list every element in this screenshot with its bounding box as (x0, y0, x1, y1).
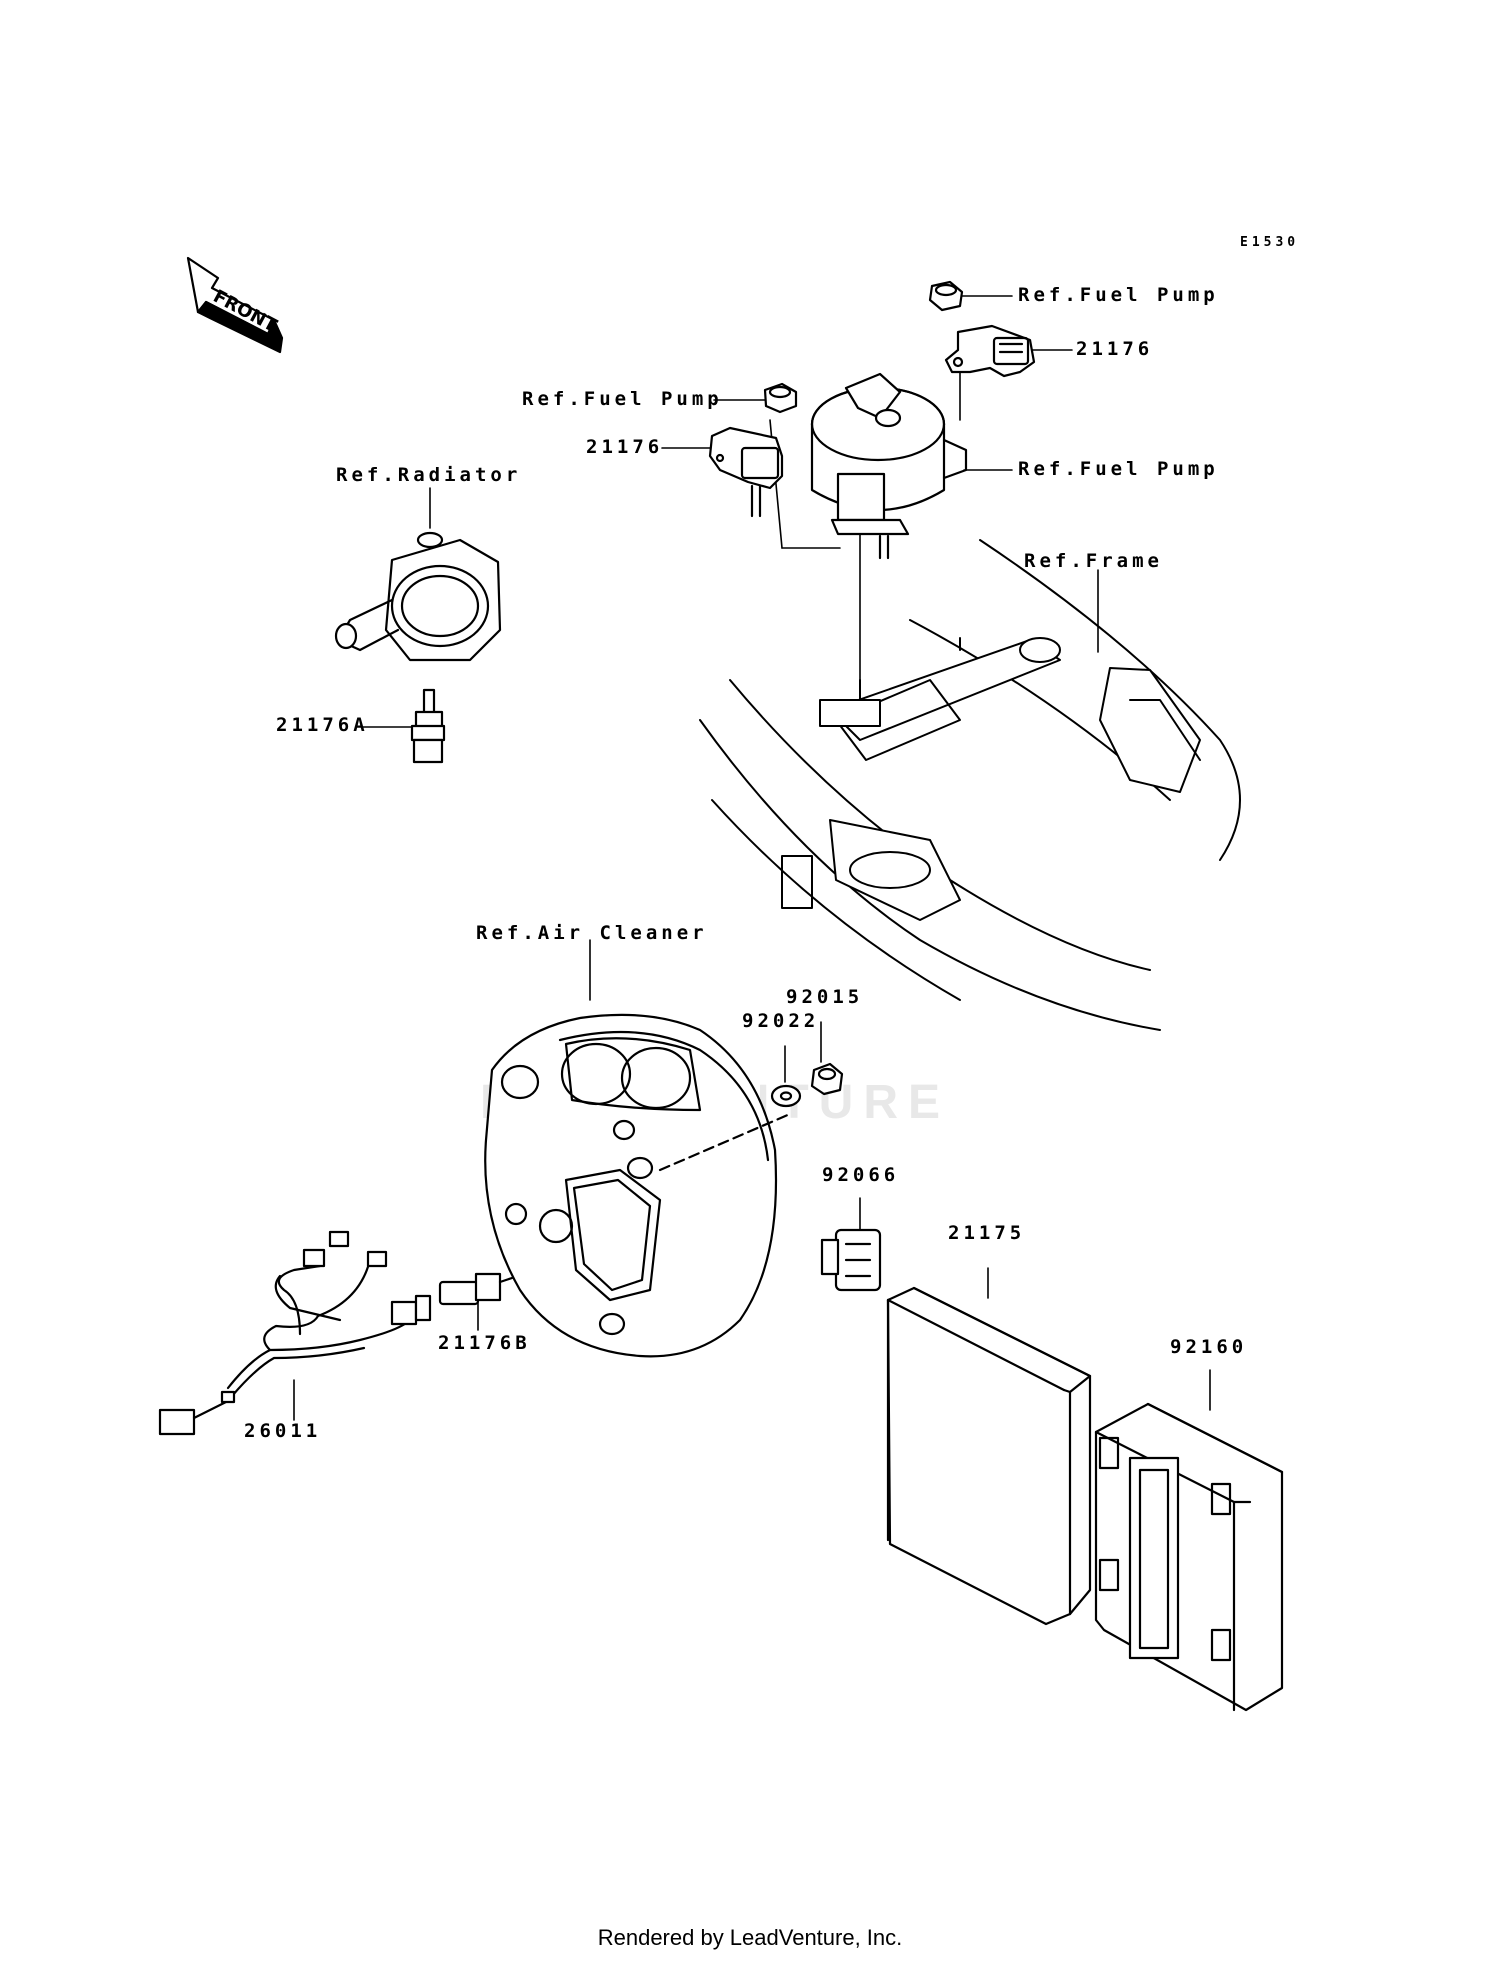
sensor-21176A (410, 688, 446, 764)
label-21176B: 21176B (438, 1332, 531, 1354)
label-21176-left: 21176 (586, 436, 664, 458)
label-ref-fuel-pump-top: Ref.Fuel Pump (1018, 284, 1219, 306)
label-92015: 92015 (786, 986, 864, 1008)
ecu-21175 (886, 1286, 1092, 1626)
diagram-code: E1530 (1240, 235, 1300, 250)
label-ref-radiator: Ref.Radiator (336, 464, 522, 486)
cover-92160 (1094, 1402, 1284, 1712)
nut-icon-left (763, 382, 798, 414)
label-21176-right: 21176 (1076, 338, 1154, 360)
label-ref-frame: Ref.Frame (1024, 550, 1163, 572)
label-ref-fuel-pump-left: Ref.Fuel Pump (522, 388, 723, 410)
sensor-21176-right (944, 324, 1036, 378)
label-92066: 92066 (822, 1164, 900, 1186)
label-ref-air-cleaner: Ref.Air Cleaner (476, 922, 708, 944)
front-arrow-icon: FRONT (186, 256, 284, 354)
label-21176A: 21176A (276, 714, 369, 736)
washer-92022 (770, 1084, 802, 1108)
label-21175: 21175 (948, 1222, 1026, 1244)
sensor-21176B (438, 1272, 514, 1306)
label-ref-fuel-pump-mid: Ref.Fuel Pump (1018, 458, 1219, 480)
connector-92066 (820, 1228, 882, 1292)
air-cleaner-plate (484, 1013, 792, 1358)
footer-credit: Rendered by LeadVenture, Inc. (597, 1925, 903, 1950)
label-26011: 26011 (244, 1420, 322, 1442)
fuel-regulator (810, 372, 968, 560)
sensor-21176-left (708, 426, 784, 518)
nut-icon (928, 280, 964, 312)
frame (699, 539, 1241, 1031)
wire-harness (158, 1230, 432, 1436)
label-92022: 92022 (742, 1010, 820, 1032)
label-92160: 92160 (1170, 1336, 1248, 1358)
radiator-housing (334, 531, 502, 662)
nut-92015 (810, 1062, 844, 1096)
